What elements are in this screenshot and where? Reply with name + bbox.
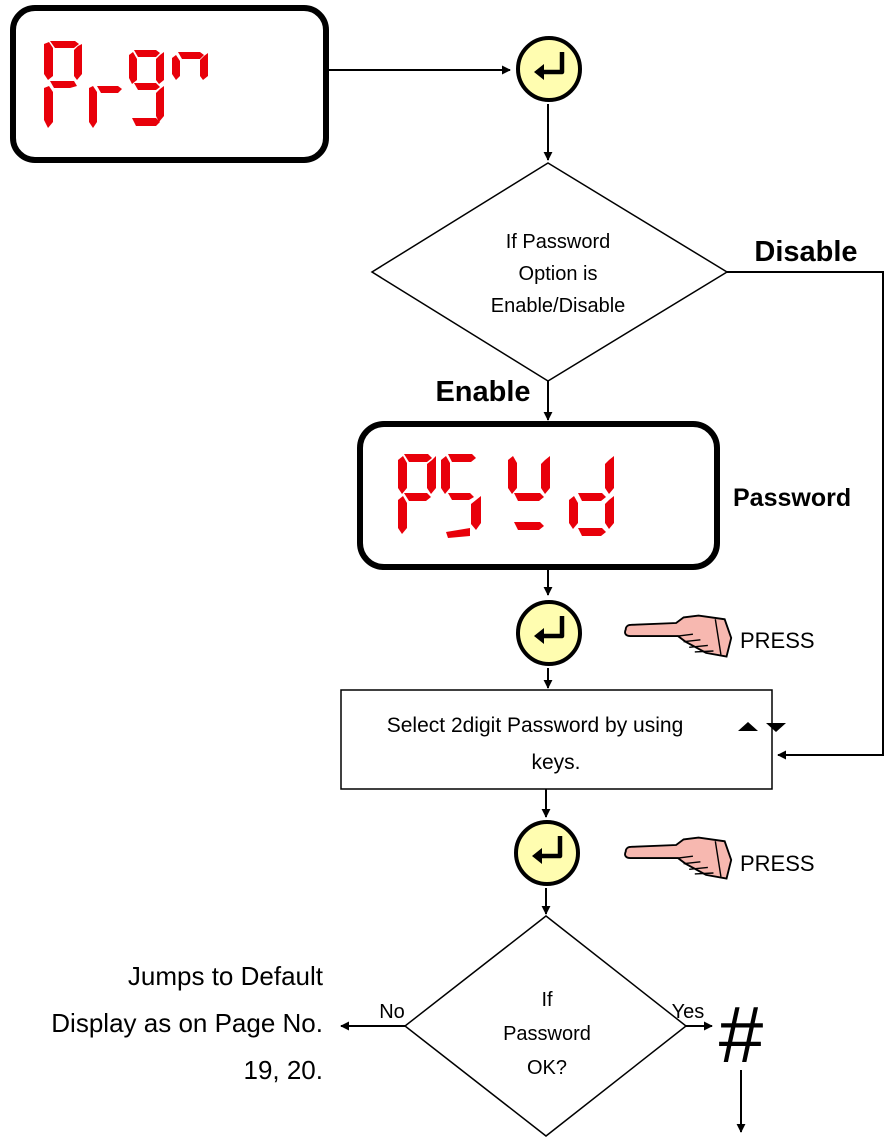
enter-key-icon[interactable] — [518, 38, 580, 100]
select-password-box — [340, 689, 773, 790]
select-box-line1: Select 2digit Password by using — [387, 714, 684, 737]
decision2-line1: If — [541, 989, 553, 1011]
pointing-hand-icon — [624, 836, 733, 880]
pointing-hand-icon — [624, 614, 733, 658]
enter-key-icon[interactable] — [516, 822, 578, 884]
disable-label: Disable — [754, 236, 857, 268]
disable-path — [727, 271, 884, 760]
decision2-line3: OK? — [527, 1057, 567, 1079]
seven-segment-prgr — [44, 41, 208, 128]
jump-text-line2: Display as on Page No. — [51, 1008, 323, 1038]
jump-text-line1: Jumps to Default — [128, 961, 324, 991]
password-label: Password — [733, 484, 851, 512]
enter-key-icon[interactable] — [518, 602, 580, 664]
yes-label: Yes — [672, 1001, 705, 1023]
no-label: No — [379, 1001, 405, 1023]
seven-segment-pswd — [398, 454, 614, 538]
press-label: PRESS — [740, 851, 815, 876]
up-arrow-key-icon — [738, 722, 758, 731]
jump-text-line3: 19, 20. — [243, 1055, 323, 1085]
decision2-line2: Password — [503, 1023, 591, 1045]
decision1-line2: Option is — [519, 263, 598, 285]
select-box-line2: keys. — [531, 751, 580, 774]
decision-password-ok — [403, 915, 688, 1137]
down-arrow-key-icon — [766, 723, 786, 732]
decision1-line1: If Password — [506, 231, 610, 253]
enable-label: Enable — [435, 376, 530, 408]
hash-connector: # — [719, 990, 764, 1079]
press-label: PRESS — [740, 628, 815, 653]
decision1-line3: Enable/Disable — [491, 295, 626, 317]
